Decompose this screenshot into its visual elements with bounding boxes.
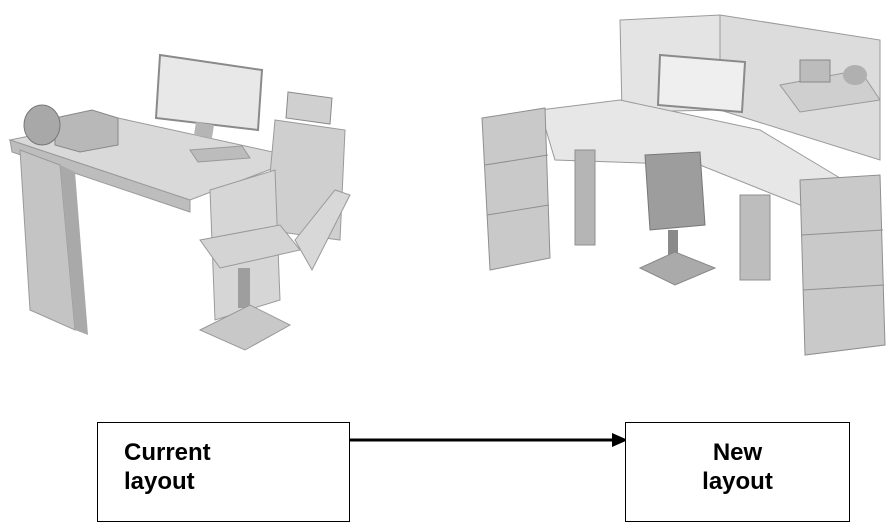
new-layout-label-line2: layout [702, 468, 773, 495]
new-cubicle-icon [481, 14, 886, 356]
new-layout-box: New layout [625, 422, 850, 522]
current-layout-label-line2: layout [124, 468, 195, 495]
current-layout-label-line1: Current [124, 439, 211, 466]
new-layout-label-line1: New [712, 439, 763, 466]
arrow-head-icon [612, 433, 628, 447]
transition-arrow [350, 433, 628, 447]
current-desk-icon [8, 53, 351, 351]
current-layout-box: Current layout [97, 422, 350, 522]
